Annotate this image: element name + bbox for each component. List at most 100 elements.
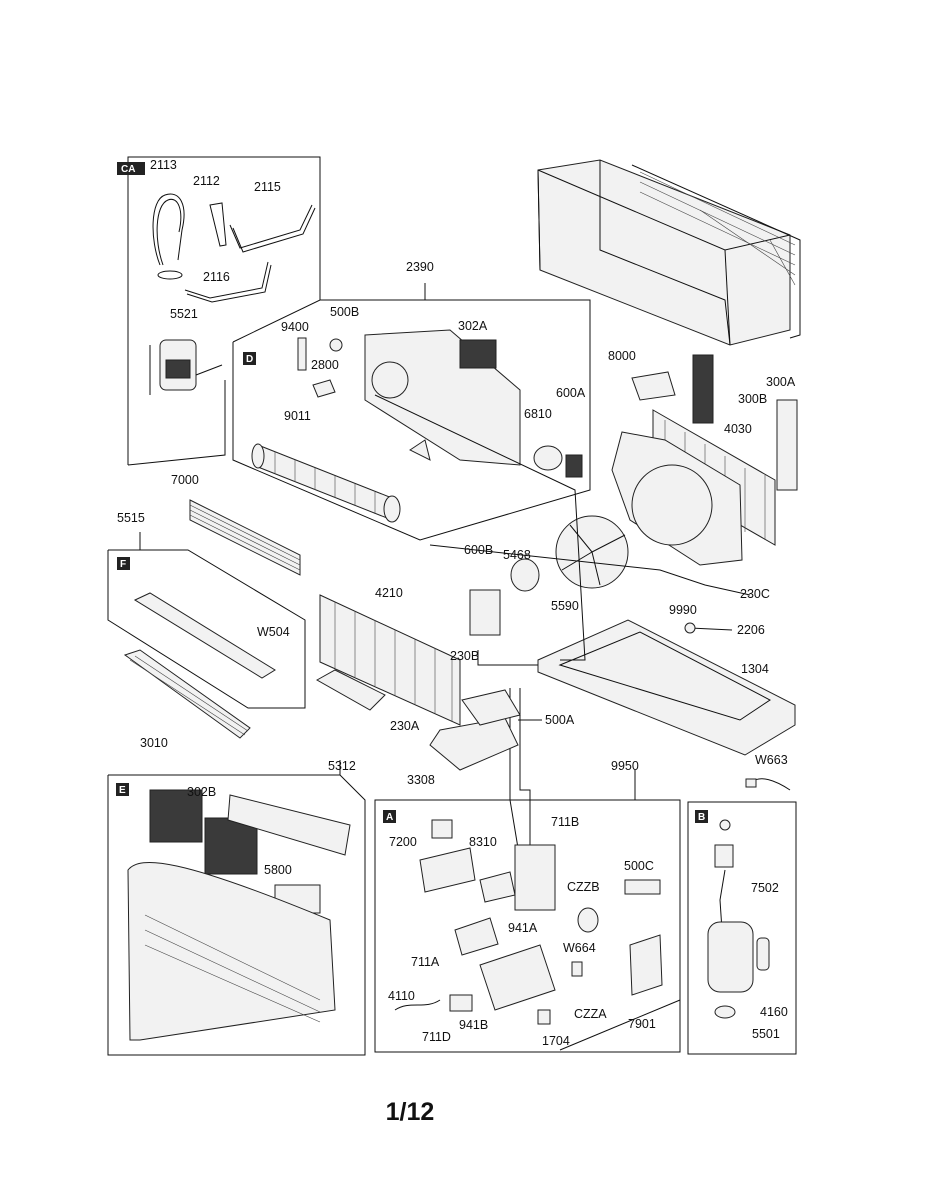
label-w663: W663 — [755, 753, 788, 767]
label-5468: 5468 — [503, 548, 531, 562]
label-czzb: CZZB — [567, 880, 600, 894]
section-ca-border — [127, 156, 321, 465]
label-1704: 1704 — [542, 1034, 570, 1048]
page-number: 1/12 — [385, 1098, 435, 1126]
front-panel — [127, 862, 336, 1041]
evaporator-coil-4210 — [319, 594, 461, 726]
base-pan-1304 — [537, 619, 796, 756]
box-941a — [479, 944, 556, 1011]
label-711b: 711B — [551, 815, 579, 829]
label-7502: 7502 — [751, 881, 779, 895]
label-302a: 302A — [458, 319, 488, 333]
label-8000: 8000 — [608, 349, 636, 363]
filter-rail — [133, 592, 276, 679]
label-7200: 7200 — [389, 835, 417, 849]
bracket-7901 — [629, 934, 663, 996]
label-2115: 2115 — [254, 180, 281, 194]
section-f-border — [107, 549, 306, 709]
label-300a: 300A — [766, 375, 796, 389]
label-1304: 1304 — [741, 662, 769, 676]
section-a: A 9950 711B 7200 8310 CZZB 500C 941A W66… — [374, 759, 681, 1053]
blower-wheel — [251, 443, 401, 523]
label-3010: 3010 — [140, 736, 168, 750]
label-600a: 600A — [556, 386, 586, 400]
label-2390: 2390 — [406, 260, 434, 274]
label-941b: 941B — [459, 1018, 488, 1032]
label-3308: 3308 — [407, 773, 435, 787]
label-5312: 5312 — [328, 759, 356, 773]
label-9990: 9990 — [669, 603, 697, 617]
accumulator — [756, 937, 770, 971]
section-b: B 7502 4160 5501 — [687, 801, 797, 1055]
section-d-border — [232, 299, 591, 541]
label-4030: 4030 — [724, 422, 752, 436]
sensor-4110 — [394, 999, 441, 1011]
cabinet-sleeve — [537, 159, 801, 346]
filter-302b-right — [204, 817, 258, 875]
section-ca: CA 2113 2112 2115 2116 5521 — [117, 156, 321, 466]
label-7000: 7000 — [171, 473, 199, 487]
label-302b: 302B — [187, 785, 216, 799]
discharge-grille-7000: 7000 — [171, 473, 301, 576]
label-230c: 230C — [740, 587, 770, 601]
vent-5312 — [227, 794, 351, 856]
capacitor-czzb — [577, 907, 599, 933]
label-9950: 9950 — [611, 759, 639, 773]
label-6810: 6810 — [524, 407, 552, 421]
label-4160: 4160 — [760, 1005, 788, 1019]
pcb-711a — [454, 917, 499, 956]
label-9400: 9400 — [281, 320, 309, 334]
label-300b: 300B — [738, 392, 767, 406]
filter-302b-left — [149, 789, 203, 843]
section-tag-ca: CA — [121, 164, 135, 175]
section-a-border — [374, 799, 681, 1053]
label-2116: 2116 — [203, 270, 230, 284]
label-5800: 5800 — [264, 863, 292, 877]
section-e-border — [107, 774, 366, 1056]
compressor-4160 — [707, 921, 754, 993]
label-czza: CZZA — [574, 1007, 607, 1021]
label-2206: 2206 — [737, 623, 765, 637]
grommet-5501 — [714, 1005, 736, 1019]
label-5590: 5590 — [551, 599, 579, 613]
condenser-area: 8000 300A 300B 4030 — [608, 349, 798, 566]
label-4110: 4110 — [388, 989, 415, 1003]
label-500c: 500C — [624, 859, 654, 873]
louver-3010 — [123, 649, 251, 739]
section-d: D 2390 500B 9400 302A 2800 9011 — [232, 260, 591, 541]
overload-7502 — [714, 844, 734, 868]
label-500a: 500A — [545, 713, 575, 727]
section-tag-e: E — [119, 785, 126, 796]
bracket-600b — [469, 589, 501, 636]
label-500b: 500B — [330, 305, 359, 319]
section-tag-f: F — [120, 559, 126, 570]
panel-300a — [776, 399, 798, 491]
section-tag-a: A — [386, 812, 393, 823]
label-9011: 9011 — [284, 409, 311, 423]
control-panel-7200 — [419, 847, 476, 893]
label-2113: 2113 — [150, 158, 177, 172]
label-711a: 711A — [411, 955, 440, 969]
label-5515: 5515 — [117, 511, 145, 525]
label-711d: 711D — [422, 1030, 451, 1044]
label-5501: 5501 — [752, 1027, 780, 1041]
label-8310: 8310 — [469, 835, 497, 849]
label-7901: 7901 — [628, 1017, 656, 1031]
label-2112: 2112 — [193, 174, 220, 188]
motor-600a — [533, 445, 563, 471]
label-4210: 4210 — [375, 586, 403, 600]
label-w504: W504 — [257, 625, 290, 639]
section-tag-d: D — [246, 354, 253, 365]
label-2800: 2800 — [311, 358, 339, 372]
section-e: E 5312 302B 5800 — [107, 759, 366, 1056]
label-230a: 230A — [390, 719, 420, 733]
label-5521: 5521 — [170, 307, 198, 321]
section-b-border — [687, 801, 797, 1055]
fan-motor-5468 — [510, 558, 540, 592]
rear-grille — [631, 164, 801, 339]
base-pan: 1304 W663 — [537, 619, 796, 791]
control-tray-3308 — [429, 717, 519, 771]
label-941a: 941A — [508, 921, 538, 935]
evaporator-area: 4210 230B 500A 230A 3308 — [315, 586, 575, 787]
label-plate-500c — [624, 879, 661, 895]
